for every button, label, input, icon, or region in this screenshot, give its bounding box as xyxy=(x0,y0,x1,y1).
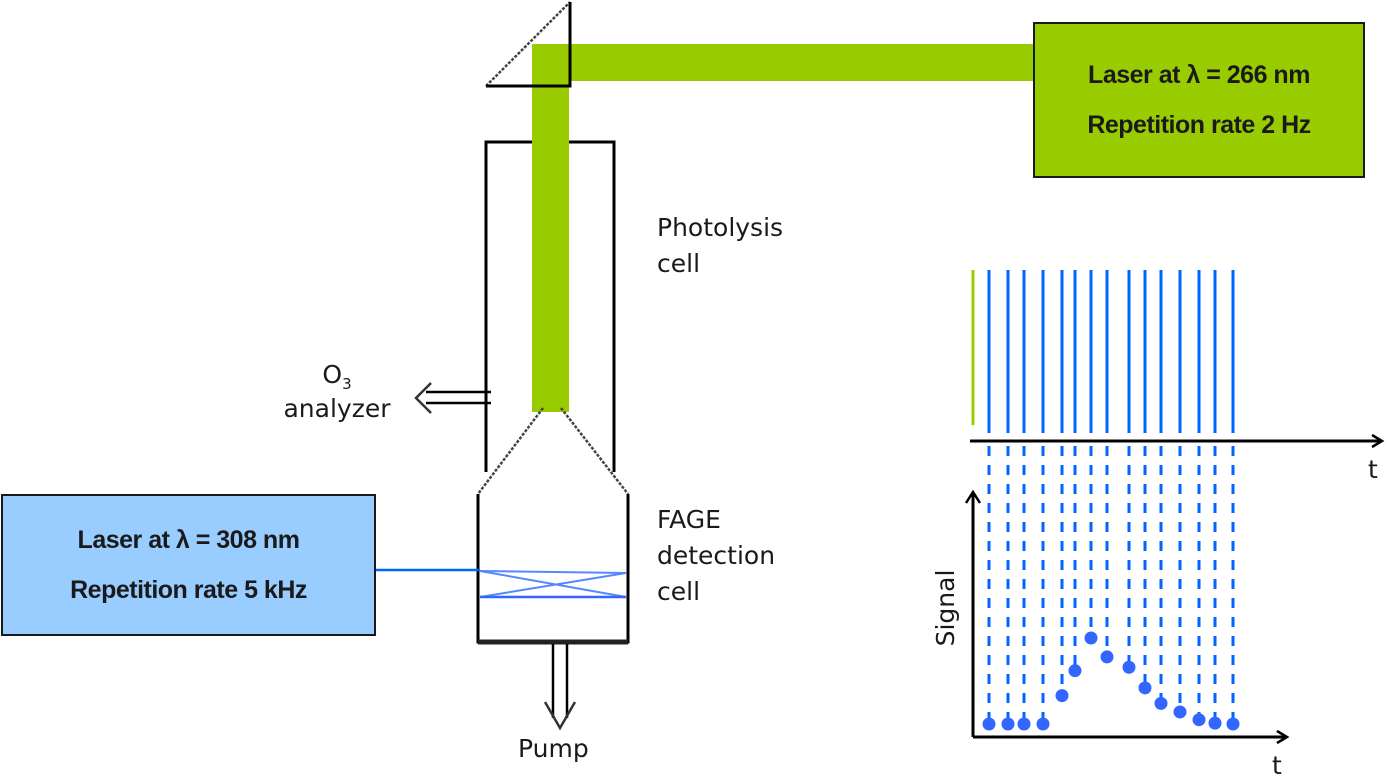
pulse-train xyxy=(971,270,1235,724)
signal-point xyxy=(1173,705,1187,719)
laser-266-wavelength: Laser at λ = 266 nm xyxy=(1088,61,1310,89)
signal-point xyxy=(1084,631,1098,645)
uv-beam-horizontal xyxy=(532,44,1037,81)
laser-266-box: Laser at λ = 266 nm Repetition rate 2 Hz xyxy=(1033,22,1365,178)
o3-outlet-arrow xyxy=(414,382,491,414)
fage-detection-cell xyxy=(476,494,630,645)
laser-266-rate: Repetition rate 2 Hz xyxy=(1087,111,1311,139)
signal-point xyxy=(1001,717,1015,731)
signal-point xyxy=(1100,650,1114,664)
nozzle xyxy=(477,407,629,495)
pump-label: Pump xyxy=(518,734,589,763)
uv-beam-vertical xyxy=(532,44,569,412)
signal-point xyxy=(1122,660,1136,674)
laser-308-box: Laser at λ = 308 nm Repetition rate 5 kH… xyxy=(1,494,376,636)
signal-point xyxy=(1192,713,1206,727)
signal-point xyxy=(1208,716,1222,730)
signal-point xyxy=(1138,681,1152,695)
photolysis-cell xyxy=(484,140,616,472)
prism-icon xyxy=(485,1,572,88)
signal-points xyxy=(982,631,1240,731)
o3-analyzer-label: O3 analyzer xyxy=(283,360,391,423)
timing-axis-label: t xyxy=(1368,455,1378,484)
pump-outlet-arrow xyxy=(543,644,577,731)
signal-point xyxy=(1017,717,1031,731)
signal-point xyxy=(1036,717,1050,731)
laser-308-wavelength: Laser at λ = 308 nm xyxy=(77,526,300,554)
signal-y-axis-label: Signal xyxy=(931,569,960,647)
probe-beam-308 xyxy=(374,568,627,599)
laser-308-rate: Repetition rate 5 kHz xyxy=(70,576,307,604)
photolysis-cell-label: Photolysis cell xyxy=(657,213,784,278)
signal-point xyxy=(1226,717,1240,731)
signal-point xyxy=(1068,664,1082,678)
signal-point xyxy=(982,717,996,731)
signal-point xyxy=(1154,696,1168,710)
signal-x-axis-label: t xyxy=(1272,751,1282,780)
fage-cell-label: FAGE detection cell xyxy=(657,505,776,606)
signal-plot-axes xyxy=(964,489,1290,745)
timing-axis xyxy=(970,433,1385,449)
uv-beam-266 xyxy=(532,44,1037,412)
signal-point xyxy=(1055,689,1069,703)
